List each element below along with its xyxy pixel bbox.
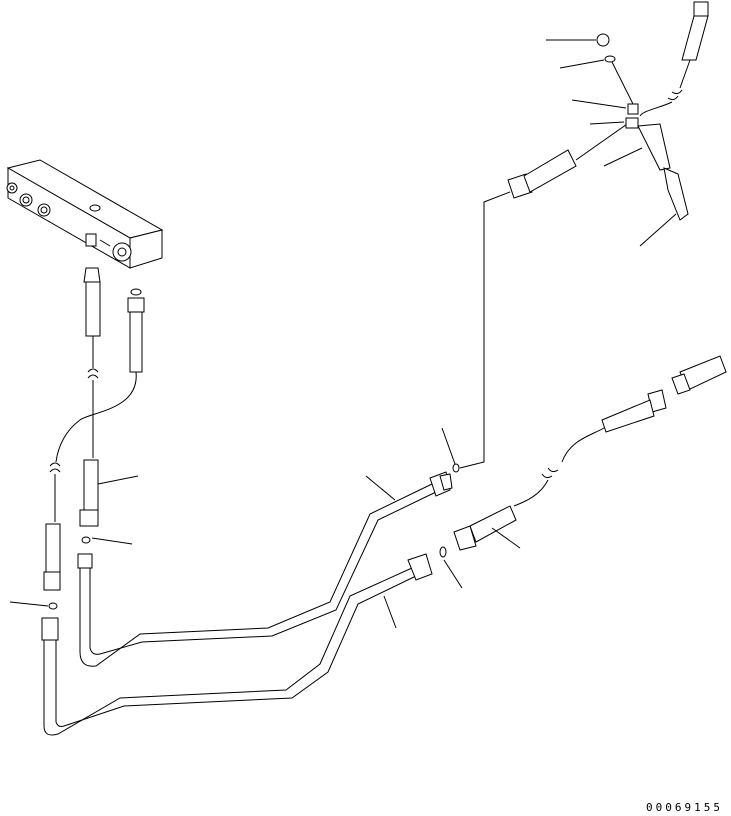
right-lower-hose [453,355,727,551]
left-hose-assembly-2 [43,288,145,591]
right-upper-hose [452,121,631,473]
top-right-hose [639,1,709,117]
drawing-number: 00069155 [646,801,723,814]
valve-block [6,159,164,269]
o-ring-left-1 [81,536,91,544]
leader-lines [9,39,677,629]
steel-tube-lower [41,546,447,736]
mounting-bracket [596,33,689,221]
left-hose-assembly-1 [79,267,101,527]
o-ring-left-2 [48,602,58,610]
steel-tube-upper [77,471,453,667]
